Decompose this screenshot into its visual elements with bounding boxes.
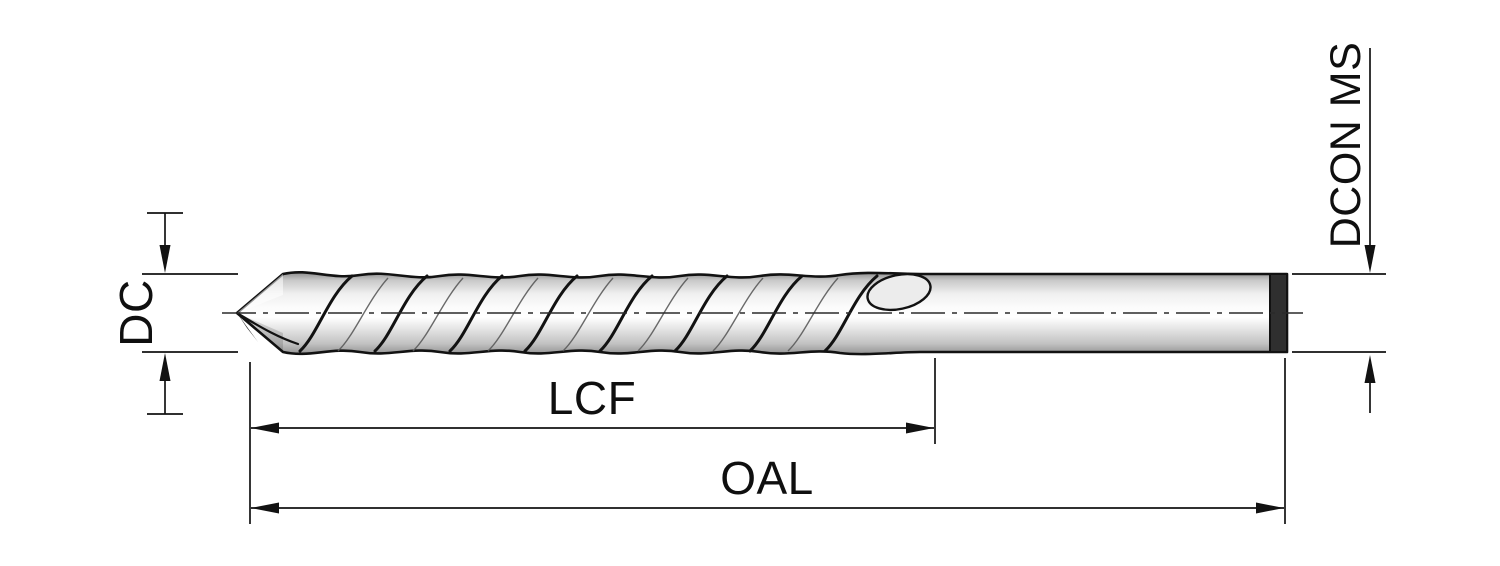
dc-bottom-arrow — [159, 353, 171, 381]
dcon-dimension: DCON MS — [1292, 42, 1386, 413]
oal-dimension: OAL — [251, 358, 1286, 524]
dcon-bottom-arrow — [1364, 355, 1376, 383]
oal-label: OAL — [720, 452, 814, 504]
oal-right-arrow — [1256, 502, 1284, 514]
drill-bit — [222, 270, 1303, 356]
drill-tip-point — [237, 313, 258, 342]
drill-tip-upper-facet — [237, 274, 283, 313]
lcf-right-arrow — [906, 422, 934, 434]
flute-valley-lines — [337, 277, 839, 352]
flute-helix-lines — [298, 274, 879, 353]
drill-tip-lower-facet — [237, 313, 283, 352]
lcf-label: LCF — [548, 372, 636, 424]
dc-label: DC — [110, 279, 162, 346]
dc-dimension: DC — [110, 212, 238, 415]
drill-tip-chisel-line — [235, 311, 300, 346]
lcf-left-arrow — [251, 422, 279, 434]
flute-runout — [866, 272, 932, 312]
oal-left-arrow — [251, 502, 279, 514]
dcon-top-arrow — [1364, 245, 1376, 273]
dc-top-arrow — [159, 245, 171, 273]
lcf-dimension: LCF — [249, 358, 936, 524]
dcon-ms-label: DCON MS — [1322, 42, 1370, 249]
